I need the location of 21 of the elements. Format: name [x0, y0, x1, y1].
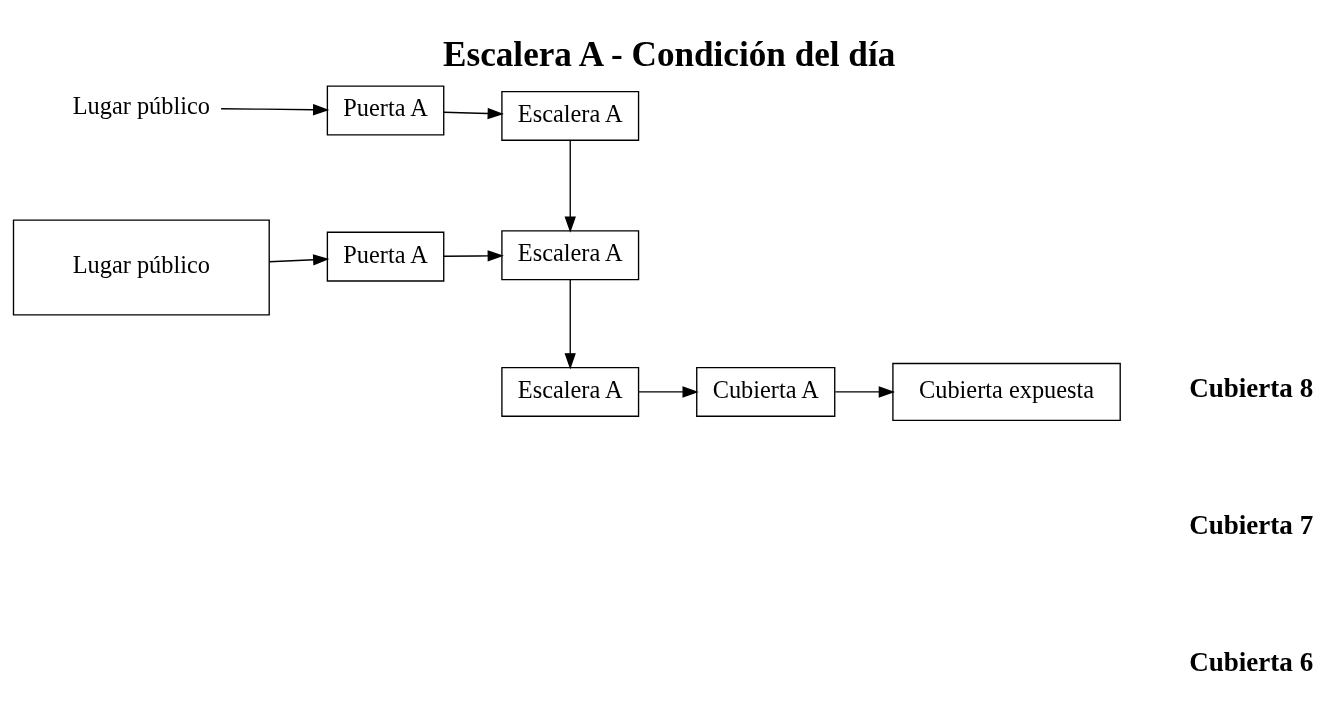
node-box: Escalera A — [501, 366, 640, 417]
arrow — [220, 104, 330, 116]
label: Cubierta 8 — [1189, 373, 1314, 404]
arrow — [834, 386, 895, 398]
node-box: Cubierta A — [696, 366, 836, 417]
node-box: Escalera A — [501, 90, 640, 141]
arrow — [443, 107, 504, 120]
node-box: Puerta A — [326, 231, 445, 282]
node-box: Puerta A — [326, 85, 445, 136]
node-box: Cubierta expuesta — [892, 362, 1121, 422]
arrow — [564, 279, 576, 370]
arrow — [638, 386, 699, 398]
arrow — [564, 139, 576, 233]
arrow — [268, 254, 330, 266]
label: Cubierta 6 — [1189, 646, 1314, 677]
node-box: Escalera A — [501, 230, 640, 281]
arrow — [443, 250, 504, 262]
label: Cubierta 7 — [1189, 510, 1314, 540]
diagram-title: Escalera A - Condición del día — [443, 34, 896, 74]
node-text: Lugar público — [72, 91, 210, 119]
node-box: Lugar público — [12, 219, 270, 316]
